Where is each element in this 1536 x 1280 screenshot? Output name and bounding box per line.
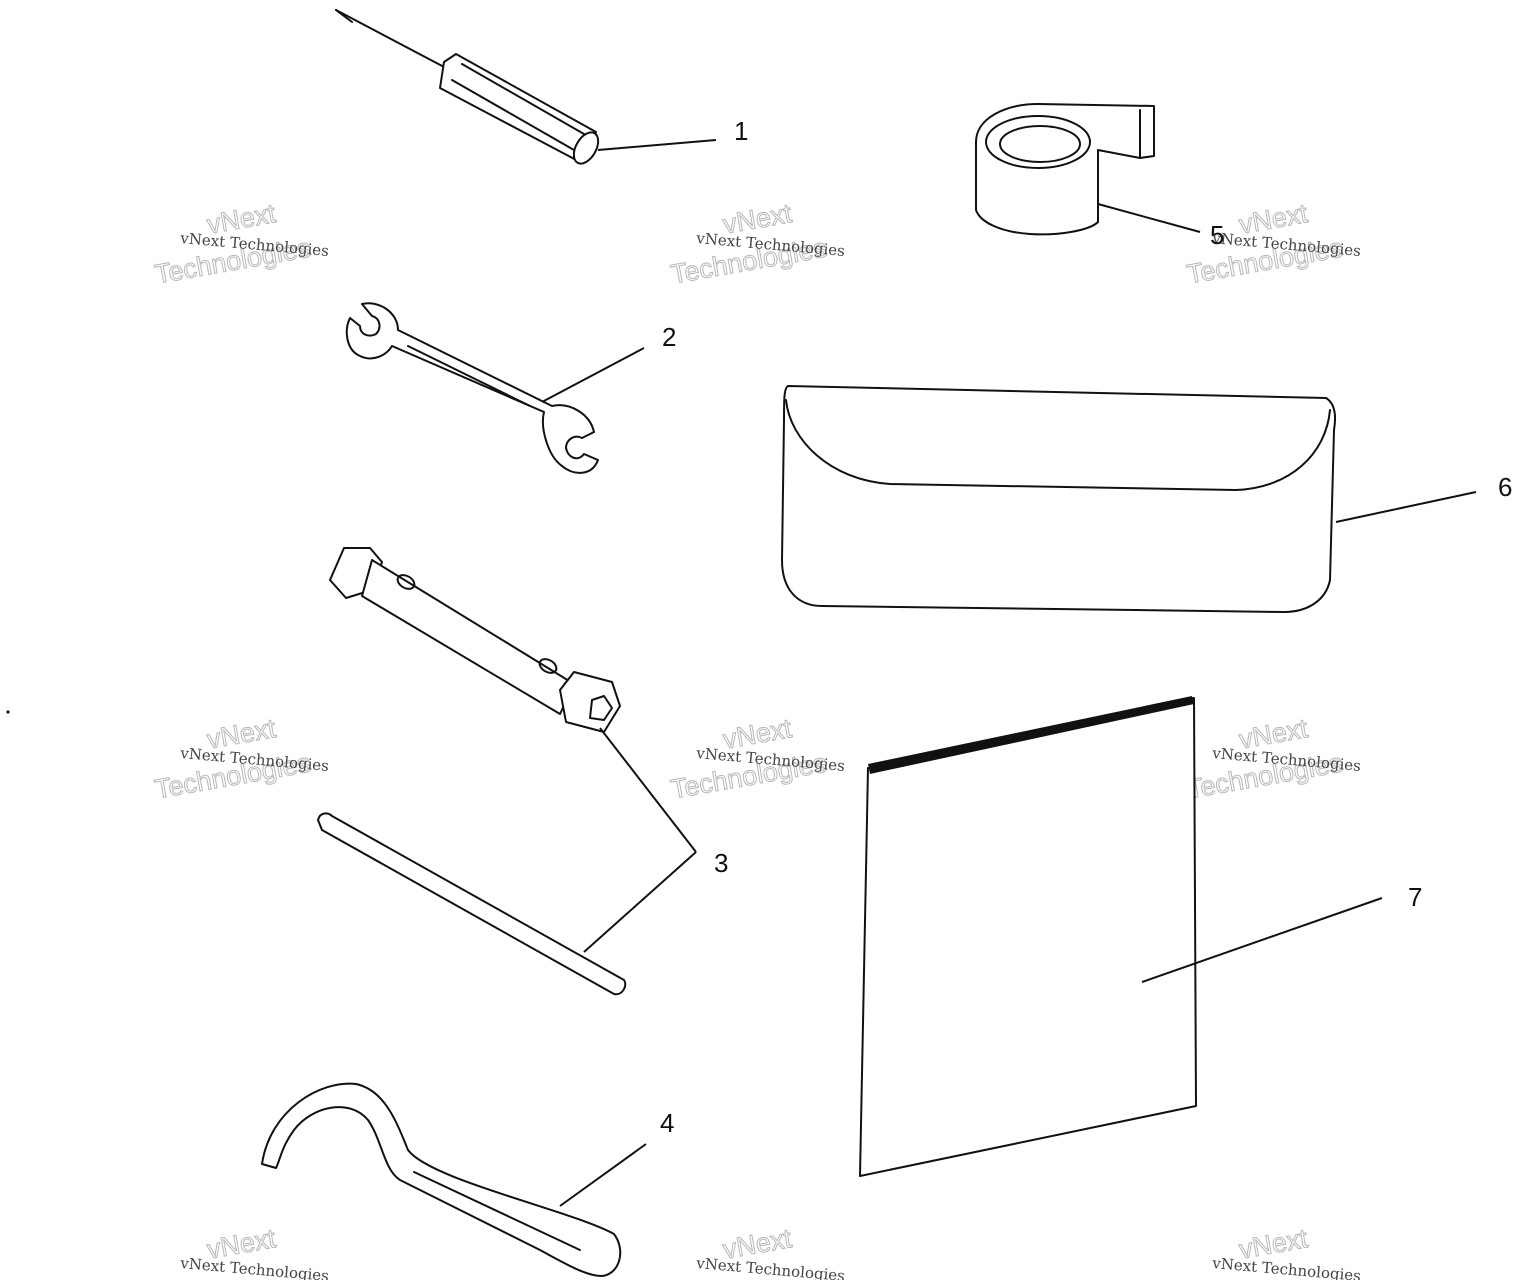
watermark: vNext vNext Technologies <box>1211 1223 1362 1280</box>
callout-7: 7 <box>1408 882 1422 912</box>
callout-6: 6 <box>1498 472 1512 502</box>
owners-manual-icon <box>859 696 1197 1177</box>
screwdriver-handle-end <box>572 131 600 165</box>
open-end-wrench-icon <box>345 302 599 474</box>
watermark: vNext vNext Technologies <box>179 1223 330 1280</box>
strap-roll <box>975 103 1155 236</box>
screwdriver-flute <box>451 79 575 151</box>
tube-socket-wrench-icon <box>329 547 621 733</box>
wrench-ridge <box>407 345 531 407</box>
screwdriver-shaft <box>335 9 447 69</box>
leader-line-3a <box>599 727 697 853</box>
strap-icon <box>975 103 1155 236</box>
leader-line-4 <box>559 1143 647 1207</box>
socket-tube <box>361 559 575 715</box>
spanner-hook-wrench-icon <box>261 1082 622 1277</box>
spanner-body <box>261 1082 622 1277</box>
watermark-small: vNext Technologies <box>695 1254 846 1280</box>
socket-hex-large <box>559 671 621 733</box>
watermark: vNext Technologies vNext Technologies <box>152 198 330 290</box>
pouch-body <box>781 385 1336 613</box>
socket-hex-inner <box>589 695 613 721</box>
socket-hole <box>538 658 558 674</box>
watermark: vNext vNext Technologies <box>695 1223 846 1280</box>
watermark: vNext Technologies vNext Technologies <box>152 713 330 805</box>
wrench-body <box>345 302 599 474</box>
leader-line-5 <box>1097 203 1201 233</box>
watermark: vNext Technologies vNext Technologies <box>668 713 846 805</box>
watermark: vNext Technologies vNext Technologies <box>1184 713 1362 805</box>
screwdriver-handle <box>439 53 597 163</box>
callout-5: 5 <box>1210 220 1224 250</box>
watermark: vNext Technologies vNext Technologies <box>668 198 846 290</box>
tommy-bar-icon <box>317 812 627 996</box>
leader-line-1 <box>597 139 717 151</box>
callout-3: 3 <box>714 848 728 878</box>
strap-inner <box>985 115 1091 169</box>
screwdriver-flute <box>461 63 585 135</box>
leader-line-6 <box>1335 491 1477 523</box>
manual-spine <box>868 696 1194 774</box>
callout-4: 4 <box>660 1108 674 1138</box>
watermark-small: vNext Technologies <box>1211 1254 1362 1280</box>
leader-line-3b <box>583 851 697 953</box>
manual-cover <box>859 697 1197 1177</box>
tool-pouch-icon <box>781 385 1336 613</box>
leader-line-7 <box>1141 897 1383 983</box>
callout-1: 1 <box>734 116 748 146</box>
tommy-bar <box>317 812 627 996</box>
stray-dot <box>6 710 10 714</box>
socket-hole <box>396 574 416 590</box>
spanner-edge <box>413 1171 581 1251</box>
screwdriver-tip <box>335 9 353 23</box>
leader-line-2 <box>541 347 645 403</box>
watermark-small: vNext Technologies <box>179 1254 330 1280</box>
strap-inner-2 <box>999 125 1081 163</box>
pouch-flap <box>785 399 1331 491</box>
callout-2: 2 <box>662 322 676 352</box>
screwdriver-icon <box>335 9 600 165</box>
